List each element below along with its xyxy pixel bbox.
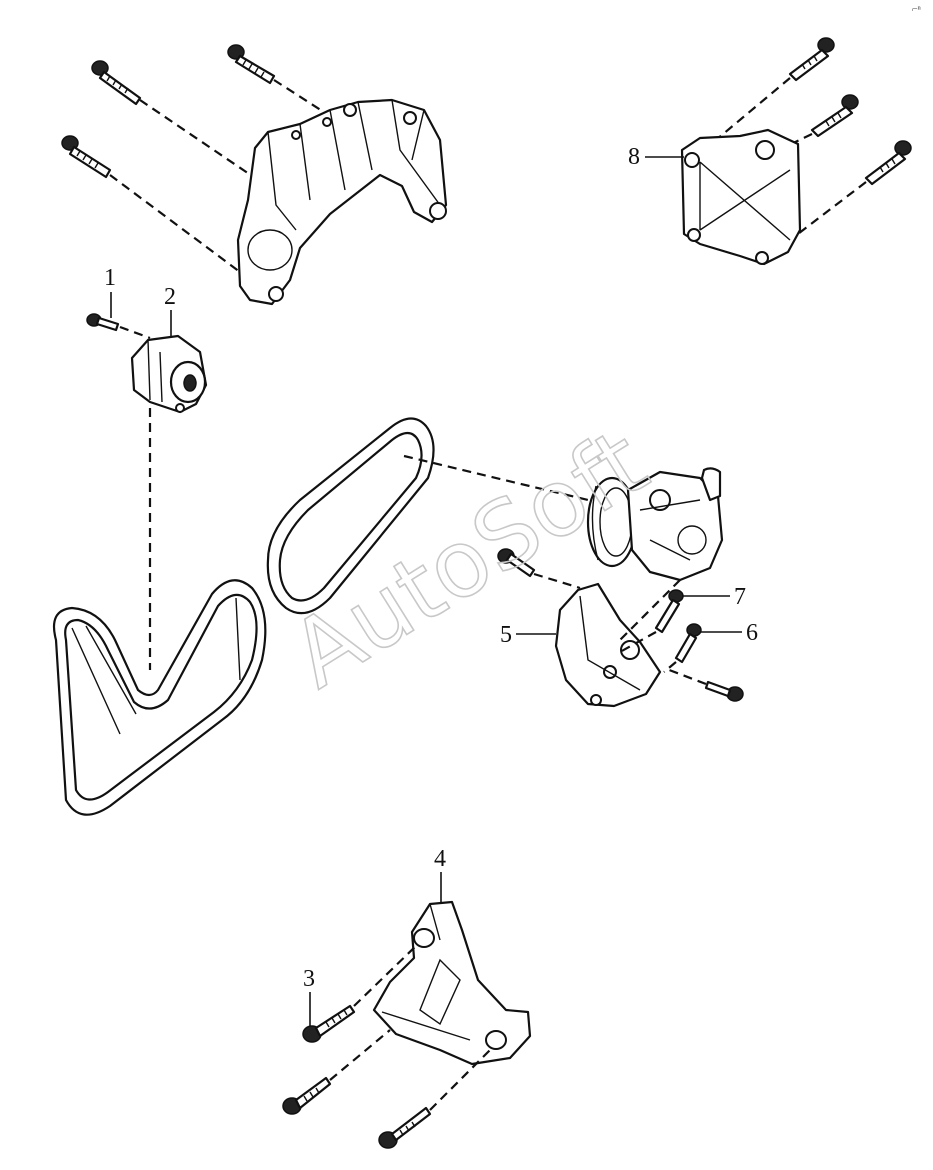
tensioner-pulley <box>130 334 208 414</box>
callout-2: 2 <box>164 284 176 310</box>
tensioner-assembly <box>86 313 208 670</box>
bolt-right-c <box>864 140 912 186</box>
pump-assembly <box>497 467 744 708</box>
serpentine-belt-small <box>266 417 435 615</box>
bolt-lower-c <box>378 1106 432 1149</box>
bolt-1 <box>86 313 120 332</box>
callout-labels: 1 2 3 4 5 6 7 8 <box>104 144 758 1026</box>
top-left-bracket-assembly <box>61 44 448 306</box>
callout-4: 4 <box>434 846 446 872</box>
callout-7: 7 <box>734 584 746 610</box>
callout-5: 5 <box>500 622 512 648</box>
pump-bolt-left <box>497 548 536 578</box>
pump-bolt-lower <box>704 680 744 702</box>
bolt-top-left-c <box>61 135 112 179</box>
bolt-7 <box>654 589 684 634</box>
bolt-top-left-b <box>227 44 276 85</box>
power-steering-pump <box>626 467 724 582</box>
bolt-lower-b <box>282 1076 332 1115</box>
bolt-right-a <box>788 37 835 82</box>
bolt-3 <box>302 1004 356 1043</box>
corner-mark: ⌐ⁿ <box>912 4 921 15</box>
callout-1: 1 <box>104 265 116 291</box>
callout-8: 8 <box>628 144 640 170</box>
pump-bracket-5 <box>554 582 662 708</box>
bolt-right-b <box>810 94 859 138</box>
lower-bracket-4 <box>372 900 532 1066</box>
bolt-6 <box>674 623 702 664</box>
engine-bracket <box>236 98 448 306</box>
callout-6: 6 <box>746 620 758 646</box>
lower-bracket-assembly <box>282 900 532 1149</box>
callout-3: 3 <box>303 966 315 992</box>
top-right-bracket-assembly <box>680 37 912 266</box>
serpentine-belt-large <box>52 579 267 816</box>
bolt-top-left-a <box>91 60 142 106</box>
